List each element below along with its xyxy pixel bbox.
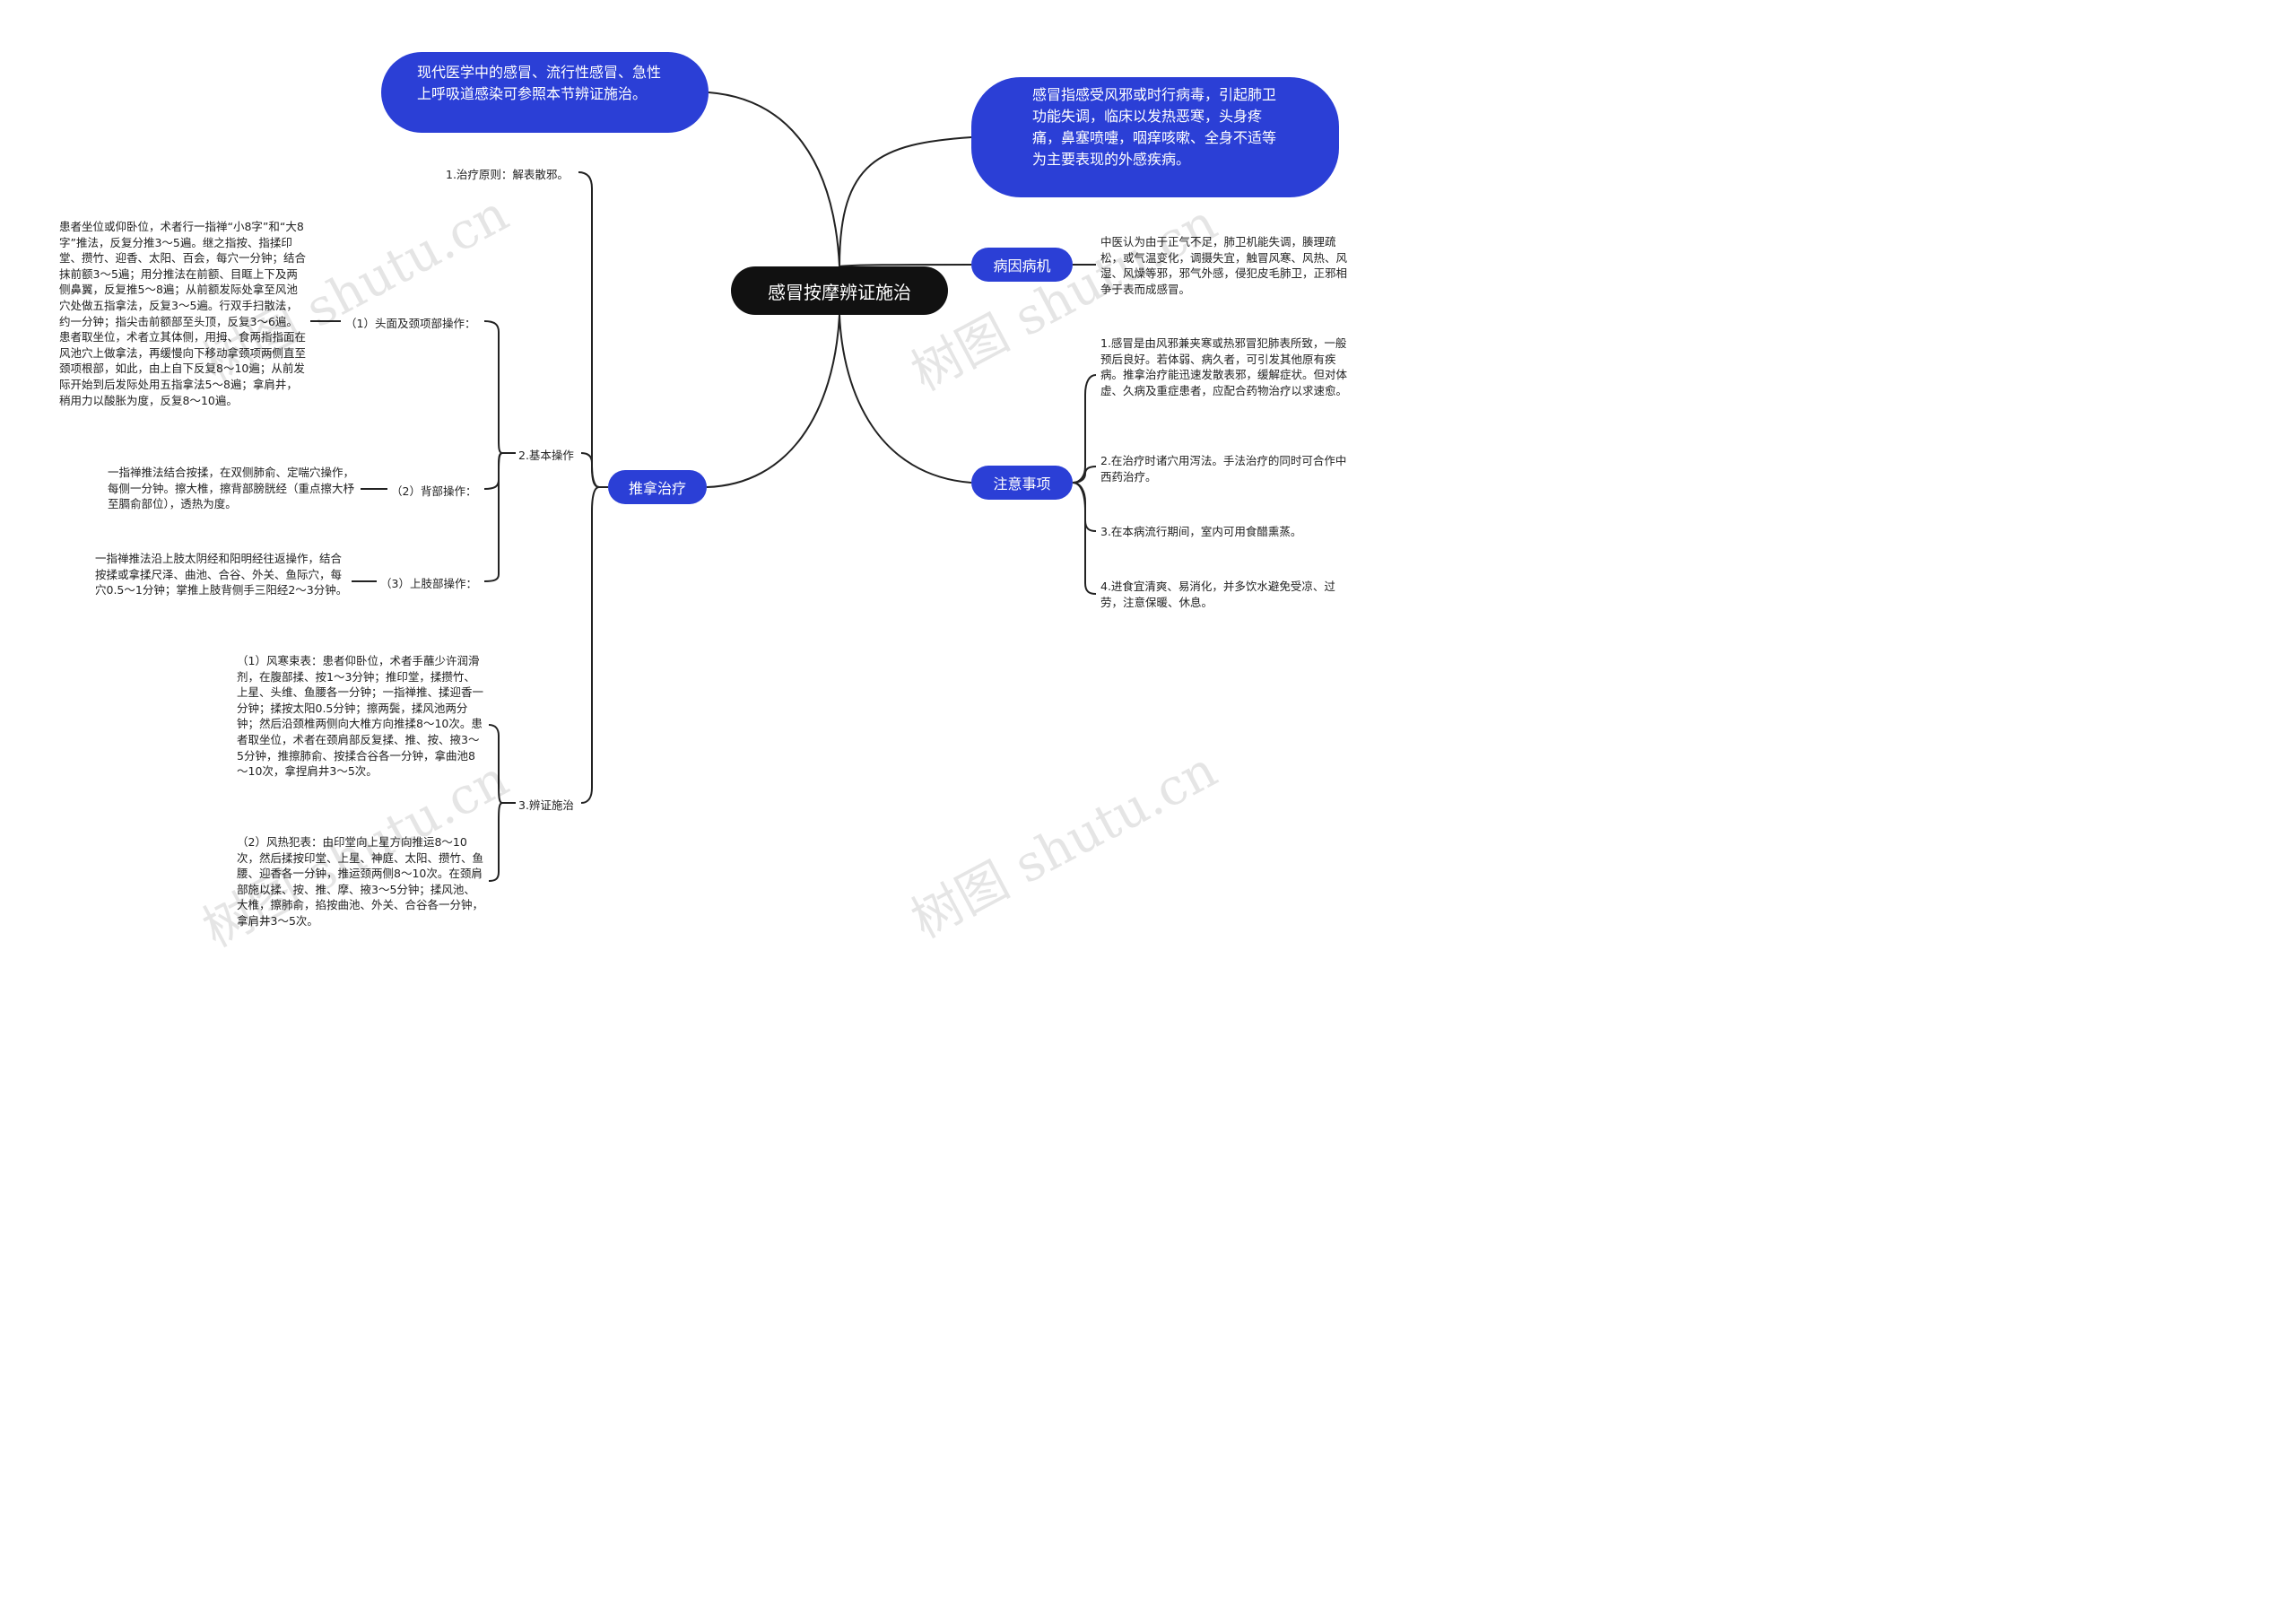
head-neck-label: （1）头面及颈项部操作： xyxy=(345,317,476,330)
note-item-4: 4.进食宜清爽、易消化，并多饮水避免受凉、过劳，注意保暖、休息。 xyxy=(1100,580,1335,609)
back-label: （2）背部操作： xyxy=(391,484,477,498)
note-item-1: 1.感冒是由风邪兼夹寒或热邪冒犯肺表所致，一般预后良好。若体弱、病久者，可引发其… xyxy=(1100,336,1348,397)
definition-note[interactable]: 感冒指感受风邪或时行病毒，引起肺卫功能失调，临床以发热恶寒，头身疼痛，鼻塞喷嚏，… xyxy=(971,77,1339,197)
connector-lines xyxy=(310,92,1097,882)
head-neck-text: 患者坐位或仰卧位，术者行一指禅“小8字”和“大8字”推法，反复分推3～5遍。继之… xyxy=(59,220,307,407)
wind-cold-text: （1）风寒束表：患者仰卧位，术者手蘸少许润滑剂，在腹部揉、按1～3分钟；推印堂，… xyxy=(237,654,484,779)
upper-limb-label: （3）上肢部操作： xyxy=(380,577,477,590)
back-text: 一指禅推法结合按揉，在双侧肺俞、定喘穴操作，每侧一分钟。擦大椎，擦背部膀胱经（重… xyxy=(108,466,355,511)
modern-medicine-note[interactable]: 现代医学中的感冒、流行性感冒、急性上呼吸道感染可参照本节辨证施治。 xyxy=(381,52,709,133)
notes-node[interactable]: 注意事项 xyxy=(971,466,1073,500)
mind-map: 感冒按摩辨证施治 现代医学中的感冒、流行性感冒、急性上呼吸道感染可参照本节辨证施… xyxy=(0,0,1397,985)
massage-node[interactable]: 推拿治疗 xyxy=(608,470,707,504)
wind-heat-text: （2）风热犯表：由印堂向上星方向推运8～10次，然后揉按印堂、上星、神庭、太阳、… xyxy=(237,835,484,928)
root-topic[interactable]: 感冒按摩辨证施治 xyxy=(731,266,948,315)
basic-ops-label: 2.基本操作 xyxy=(518,449,574,462)
note-item-3: 3.在本病流行期间，室内可用食醋熏蒸。 xyxy=(1100,525,1302,538)
upper-limb-text: 一指禅推法沿上肢太阴经和阳明经往返操作，结合按揉或拿揉尺泽、曲池、合谷、外关、鱼… xyxy=(95,552,348,597)
note-item-2: 2.在治疗时诸穴用泻法。手法治疗的同时可合作中西药治疗。 xyxy=(1100,454,1347,484)
principle-label: 1.治疗原则：解表散邪。 xyxy=(446,168,569,181)
etiology-text: 中医认为由于正气不足，肺卫机能失调，腠理疏松，或气温变化，调摄失宜，触冒风寒、风… xyxy=(1100,235,1348,296)
etiology-node[interactable]: 病因病机 xyxy=(971,248,1073,282)
syndrome-label: 3.辨证施治 xyxy=(518,798,574,812)
